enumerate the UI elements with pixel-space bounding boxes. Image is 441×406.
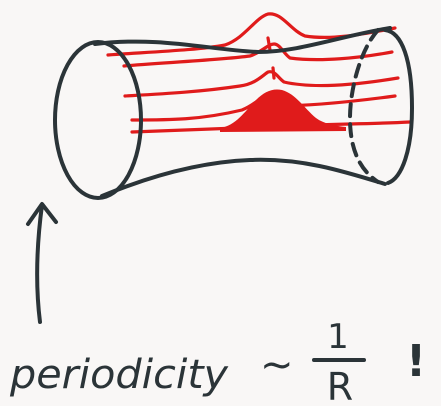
- fraction-numerator: 1: [327, 317, 349, 357]
- arrow-shaft: [37, 205, 42, 322]
- caption-word: periodicity: [9, 352, 229, 398]
- caption-exclamation: !: [406, 336, 426, 387]
- cylinder-front-end: [55, 42, 141, 198]
- wave-line-upper: [124, 44, 392, 66]
- cylinder-back-rim-dashed: [350, 30, 378, 182]
- peak-tick-upper: [268, 38, 270, 50]
- caption-tilde: ~: [260, 342, 294, 388]
- peak-tick-middle: [273, 68, 274, 78]
- fraction-denominator: R: [327, 365, 353, 406]
- cylinder-bottom-edge: [102, 160, 385, 196]
- cylinder-top-edge: [95, 28, 390, 52]
